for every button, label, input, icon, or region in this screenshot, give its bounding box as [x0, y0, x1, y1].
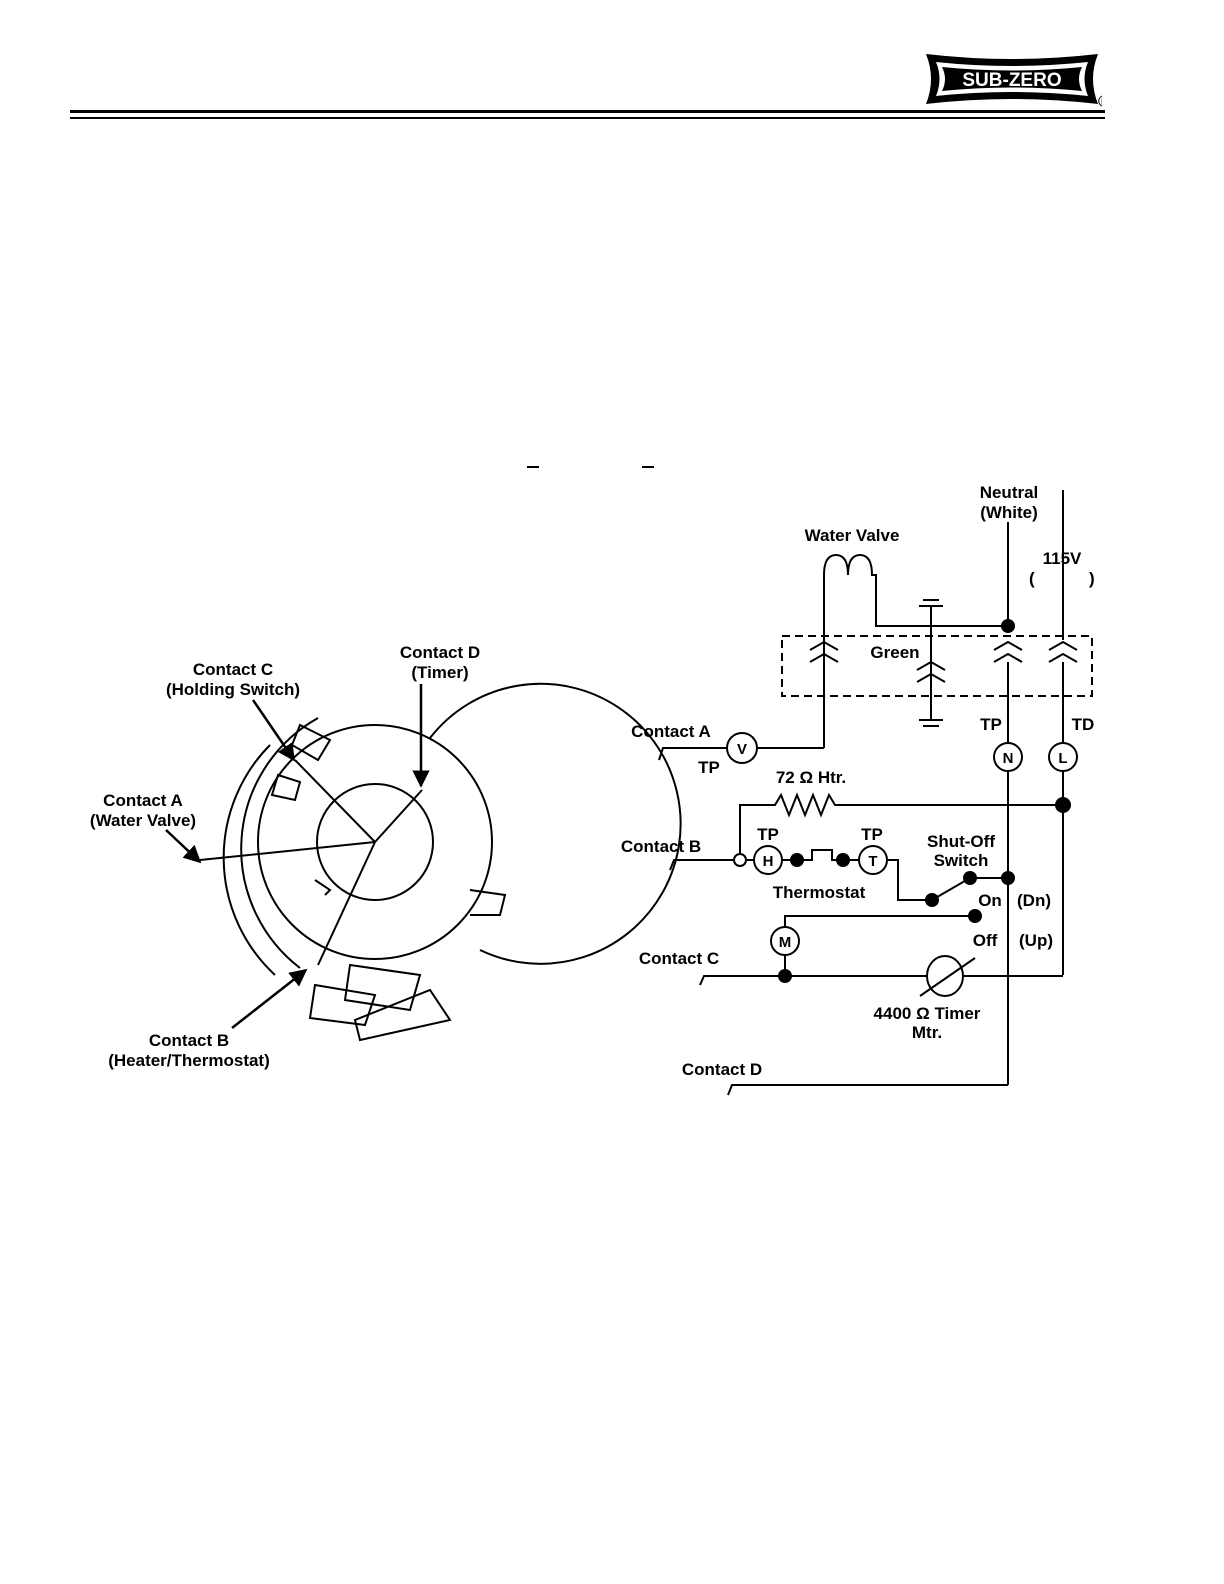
voltage-paren-close: ) [1089, 569, 1095, 588]
tp-t-label: TP [861, 825, 883, 844]
shutoff-sublabel: Switch [934, 851, 989, 870]
contact-c-slot [272, 775, 300, 800]
contact-d-label: Contact D [400, 643, 480, 662]
timer-outer-arc-2 [224, 745, 275, 975]
timer-segment [355, 990, 450, 1040]
contact-a-wire [200, 842, 375, 860]
timer-motor-sublabel: Mtr. [912, 1023, 942, 1042]
contact-b-slot [310, 985, 375, 1025]
tp-n-label: TP [980, 715, 1002, 734]
timer-contact-diagram [200, 684, 681, 1040]
contact-a-label: Contact A [103, 791, 183, 810]
contact-b-wire [318, 842, 375, 965]
neutral-sublabel: (White) [980, 503, 1038, 522]
contact-c-label: Contact C [639, 949, 719, 968]
timer-motor-label: 4400 Ω Timer [874, 1004, 981, 1023]
heater-label: 72 Ω Htr. [776, 768, 846, 787]
tp-h-label: TP [757, 825, 779, 844]
timer-notch-2 [315, 880, 330, 895]
contact-b-arrow [232, 970, 306, 1028]
shutoff-label: Shut-Off [927, 832, 995, 851]
junction-dots [778, 619, 1071, 983]
neutral-label: Neutral [980, 483, 1039, 502]
contact-c-wire [295, 760, 375, 842]
contact-c-wire [700, 976, 928, 985]
contact-b-label: Contact B [621, 837, 701, 856]
contact-c-label: Contact C [193, 660, 273, 679]
voltage-paren-open: ( [1029, 569, 1035, 588]
voltage-label: 115V [1043, 549, 1082, 568]
off-label: Off [973, 931, 998, 950]
contact-a-arrow [166, 830, 200, 862]
contact-a-sublabel: (Water Valve) [90, 811, 196, 830]
contact-d-wire [728, 1085, 1008, 1095]
node-v: V [737, 741, 747, 758]
timer-outer-arc [241, 718, 318, 968]
node-n: N [1003, 750, 1014, 767]
dn-label: (Dn) [1017, 891, 1051, 910]
node-l: L [1058, 750, 1067, 767]
node-m: M [779, 934, 792, 951]
contact-b-tab [345, 965, 420, 1010]
timer-motor-symbol [927, 956, 963, 996]
on-label: On [978, 891, 1002, 910]
contact-d-label: Contact D [682, 1060, 762, 1079]
contact-c-arrow [253, 700, 294, 760]
tp-v-label: TP [698, 758, 720, 777]
green-label: Green [870, 643, 919, 662]
node-h: H [763, 853, 774, 870]
heater-wire [740, 795, 1063, 860]
up-label: (Up) [1019, 931, 1053, 950]
contact-d-wire [375, 790, 422, 842]
contact-d-sublabel: (Timer) [411, 663, 468, 682]
td-l-label: TD [1072, 715, 1095, 734]
contact-b-open-terminal [734, 854, 746, 866]
node-t: T [868, 853, 877, 870]
contact-b-sublabel: (Heater/Thermostat) [108, 1051, 270, 1070]
terminal-nodes [727, 733, 1077, 955]
contact-c-sublabel: (Holding Switch) [166, 680, 300, 699]
thermostat-label: Thermostat [773, 883, 866, 902]
contact-a-label: Contact A [631, 722, 711, 741]
water-valve-label: Water Valve [805, 526, 900, 545]
contact-b-label: Contact B [149, 1031, 229, 1050]
